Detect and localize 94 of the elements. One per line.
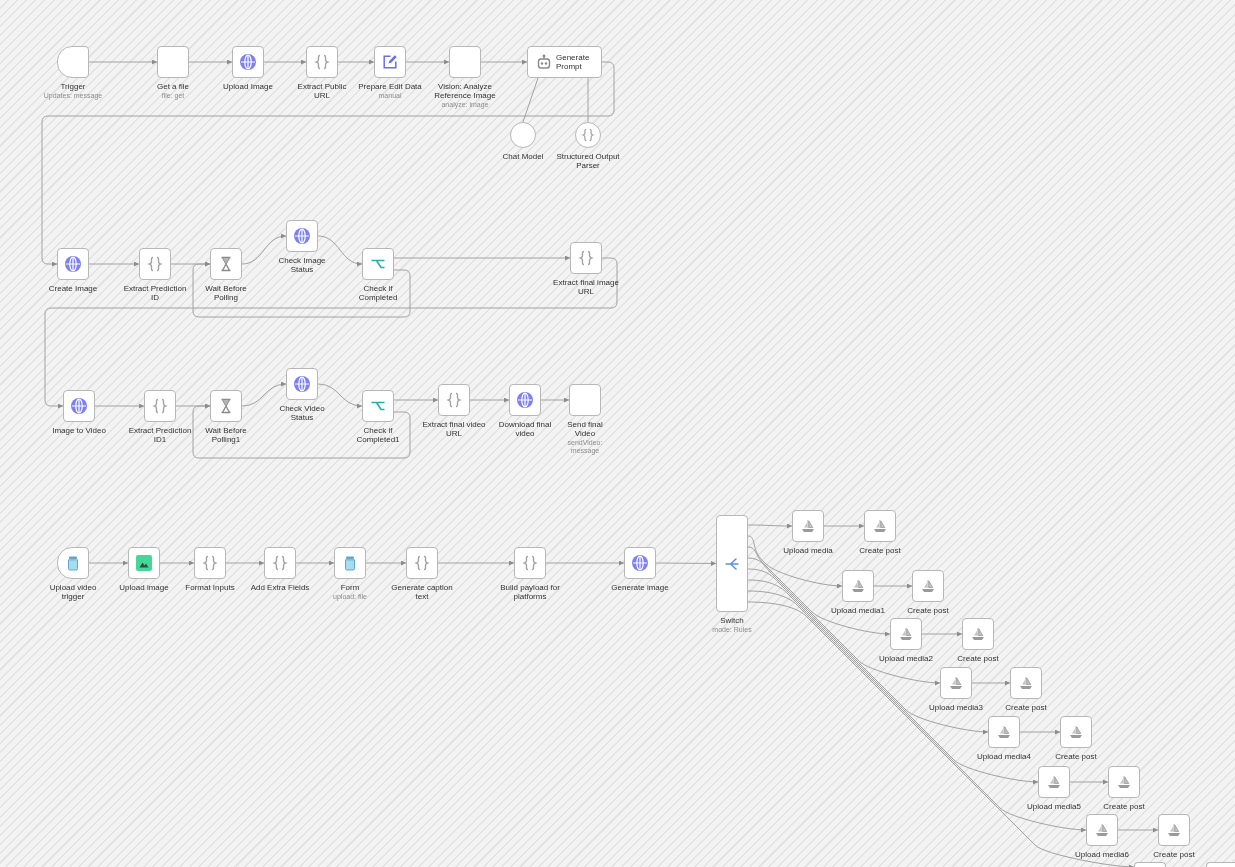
node-label: Create post — [859, 546, 901, 555]
connector-arrow — [188, 59, 233, 65]
node-label: Wait Before Polling1 — [204, 426, 248, 444]
node-label: Upload image — [119, 583, 169, 592]
connector-arrow — [44, 257, 618, 409]
connector-arrow — [159, 560, 195, 566]
node-label: Extract final image URL — [552, 278, 620, 296]
connector-arrow — [365, 560, 407, 566]
node-label: Upload media1 — [831, 606, 885, 615]
connector-arrow — [192, 261, 411, 318]
connector-arrow — [747, 601, 1135, 867]
connector-arrow — [241, 381, 287, 407]
connector-arrow — [437, 560, 515, 566]
node-label: Get a file — [157, 82, 189, 91]
connector-line — [522, 77, 539, 123]
node-label: Vision: Analyze Reference Image — [433, 82, 497, 100]
connector-arrow — [921, 631, 963, 637]
connector-line — [587, 77, 589, 123]
node-label: Create post — [907, 606, 949, 615]
connector-arrow — [480, 59, 528, 65]
connector-arrow — [655, 560, 717, 566]
connector-arrow — [545, 560, 625, 566]
node-label: Create post — [1153, 850, 1195, 859]
connector-arrow — [393, 397, 439, 403]
node-label: Build payload for platforms — [499, 583, 561, 601]
node-label: Download final video — [497, 420, 553, 438]
node-label: Extract Prediction ID — [122, 284, 188, 302]
agent-node — [527, 46, 602, 78]
connector-arrow — [241, 234, 287, 265]
node-label: Extract Prediction ID1 — [127, 426, 193, 444]
connector-arrow — [1019, 729, 1061, 735]
connector-arrow — [540, 397, 570, 403]
node-label: Switch — [720, 616, 744, 625]
node-label: Upload media4 — [977, 752, 1031, 761]
connector-arrow — [469, 397, 510, 403]
connector-arrow — [94, 403, 145, 409]
node-label: Upload media — [783, 546, 833, 555]
node-label: Upload media5 — [1027, 802, 1081, 811]
node-label: Create post — [1005, 703, 1047, 712]
node-label: Extract Public URL — [296, 82, 348, 100]
node-label: Generate caption text — [390, 583, 454, 601]
connector-arrow — [192, 403, 411, 459]
connector-arrow — [88, 560, 129, 566]
connector-arrow — [317, 383, 363, 409]
node-label: Upload video trigger — [48, 583, 98, 601]
connector-arrow — [295, 560, 335, 566]
connector-arrow — [1117, 827, 1159, 833]
connector-arrow — [88, 59, 158, 65]
node-label: Image to Video — [52, 426, 106, 435]
node-label: Create post — [1055, 752, 1097, 761]
node-label: Chat Model — [502, 152, 544, 161]
node-label: Format Inputs — [185, 583, 235, 592]
connector-arrow — [971, 680, 1011, 686]
connector-arrow — [393, 255, 571, 261]
node-label: Prepare Edit Data — [358, 82, 422, 91]
node-label: Check Image Status — [277, 256, 327, 274]
connector-arrow — [823, 523, 865, 529]
node-label: Form — [340, 583, 360, 592]
connector-arrow — [747, 590, 1087, 833]
node-label: Create Image — [48, 284, 98, 293]
connector-arrow — [747, 568, 989, 735]
node-label: Generate image — [611, 583, 669, 592]
connector-arrow — [747, 535, 843, 589]
connector-arrow — [225, 560, 265, 566]
node-label: Upload media6 — [1075, 850, 1129, 859]
node-label: Upload media2 — [879, 654, 933, 663]
connector-arrow — [41, 61, 615, 267]
node-label: Generate Prompt — [556, 53, 591, 71]
node-label: Upload media3 — [929, 703, 983, 712]
node-label: Check Video Status — [278, 404, 326, 422]
connector-arrow — [405, 59, 450, 65]
empty-node — [1206, 862, 1235, 867]
node-label: Create post — [957, 654, 999, 663]
node-label: Wait Before Polling — [204, 284, 248, 302]
connector-arrow — [747, 557, 941, 686]
connector-arrow — [747, 523, 793, 529]
connector-arrow — [747, 546, 891, 637]
connector-arrow — [337, 59, 375, 65]
node-label: Check if Completed1 — [355, 426, 401, 444]
node-label: Add Extra Fields — [250, 583, 310, 592]
connector-arrow — [747, 579, 1039, 785]
connector-arrow — [1069, 779, 1109, 785]
node-label: Create post — [1103, 802, 1145, 811]
node-label: Check if Completed — [357, 284, 399, 302]
connector-arrow — [873, 583, 913, 589]
node-label: Structured Output Parser — [555, 152, 621, 170]
node-label: Upload Image — [223, 82, 273, 91]
connector-arrow — [88, 261, 140, 267]
empty-node — [1134, 862, 1166, 867]
connector-arrow — [263, 59, 307, 65]
node-label: Trigger — [60, 82, 86, 91]
node-label: Extract final video URL — [422, 420, 486, 438]
connector-arrow — [317, 235, 363, 266]
node-label: Send final Video — [566, 420, 604, 438]
